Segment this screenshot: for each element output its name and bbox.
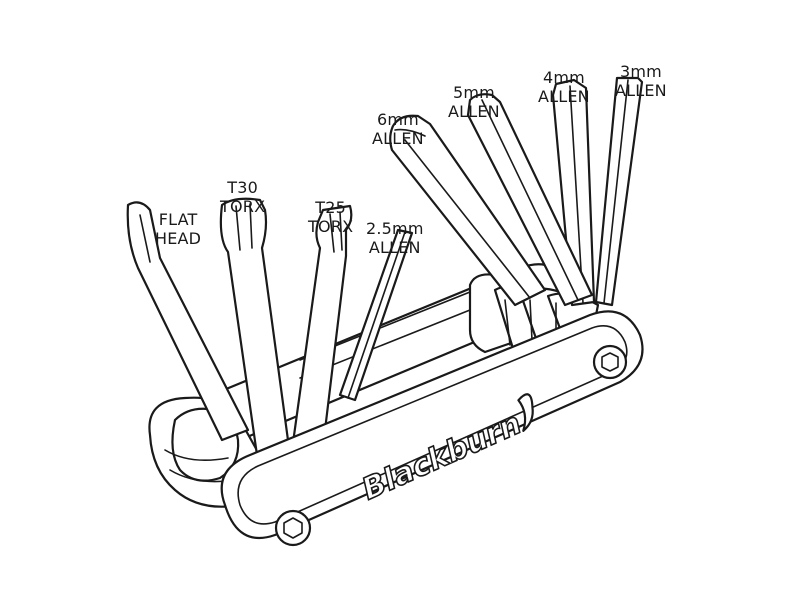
tool-2.5mm-allen <box>338 228 414 402</box>
tool-5mm-allen <box>466 93 594 307</box>
tool-4mm-allen <box>551 78 596 307</box>
front-side-plate <box>220 310 644 540</box>
tool-3mm-allen <box>594 76 644 307</box>
front-bolt-right <box>592 344 628 380</box>
tool-6mm-allen <box>389 114 547 307</box>
tool-t30-torx <box>219 197 292 464</box>
front-bolt-left <box>274 509 312 547</box>
flame-icon <box>517 393 534 432</box>
tool-flat-head <box>126 201 250 442</box>
